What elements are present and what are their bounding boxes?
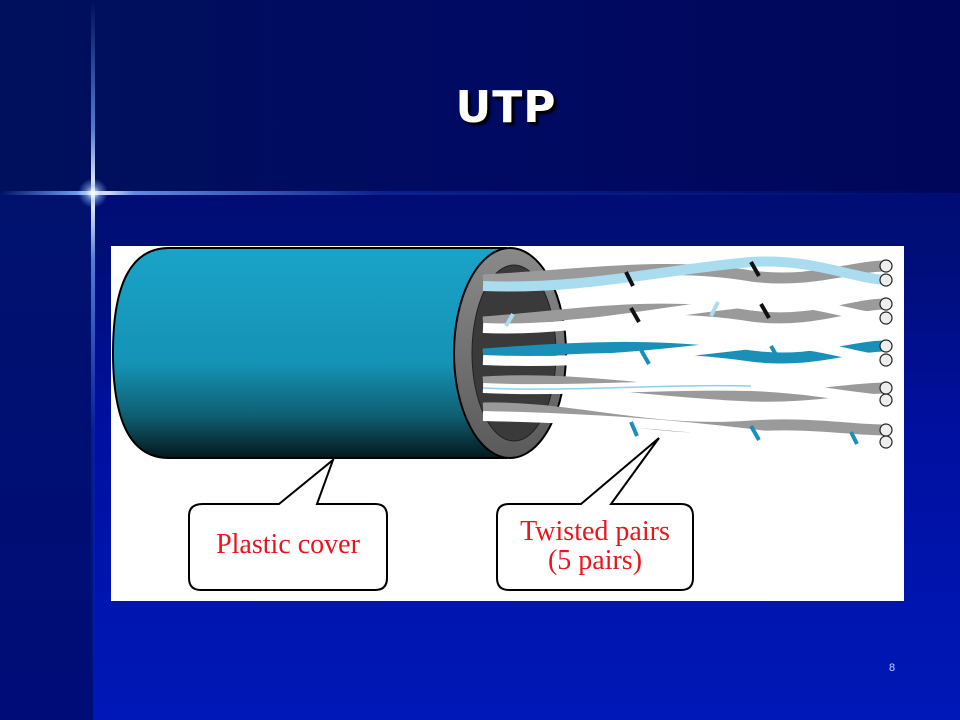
wire-pair-1 — [482, 256, 893, 292]
lens-flare-vertical — [91, 0, 95, 720]
twisted-pairs — [482, 256, 893, 449]
callout-plastic-cover: Plastic cover — [188, 456, 388, 591]
wire-pair-3 — [482, 337, 893, 367]
callout-twisted-pairs: Twisted pairs (5 pairs) — [496, 437, 694, 591]
utp-cable-figure: Plastic cover Twisted pairs (5 pairs) — [111, 246, 904, 601]
lens-flare-star-icon — [78, 178, 108, 208]
twisted-pairs-label: Twisted pairs — [520, 516, 670, 547]
page-number: 8 — [888, 662, 896, 674]
twisted-pairs-count-label: (5 pairs) — [548, 545, 642, 576]
left-band — [0, 193, 93, 720]
lens-flare-horizontal — [0, 191, 960, 195]
slide-title: UTP — [455, 82, 557, 133]
wire-pair-2 — [482, 296, 893, 334]
wire-pair-5 — [482, 402, 893, 449]
title-band — [0, 0, 960, 193]
wire-pair-4 — [482, 375, 893, 407]
utp-cable-diagram: Plastic cover Twisted pairs (5 pairs) — [111, 247, 893, 591]
plastic-cover-label: Plastic cover — [216, 529, 361, 560]
